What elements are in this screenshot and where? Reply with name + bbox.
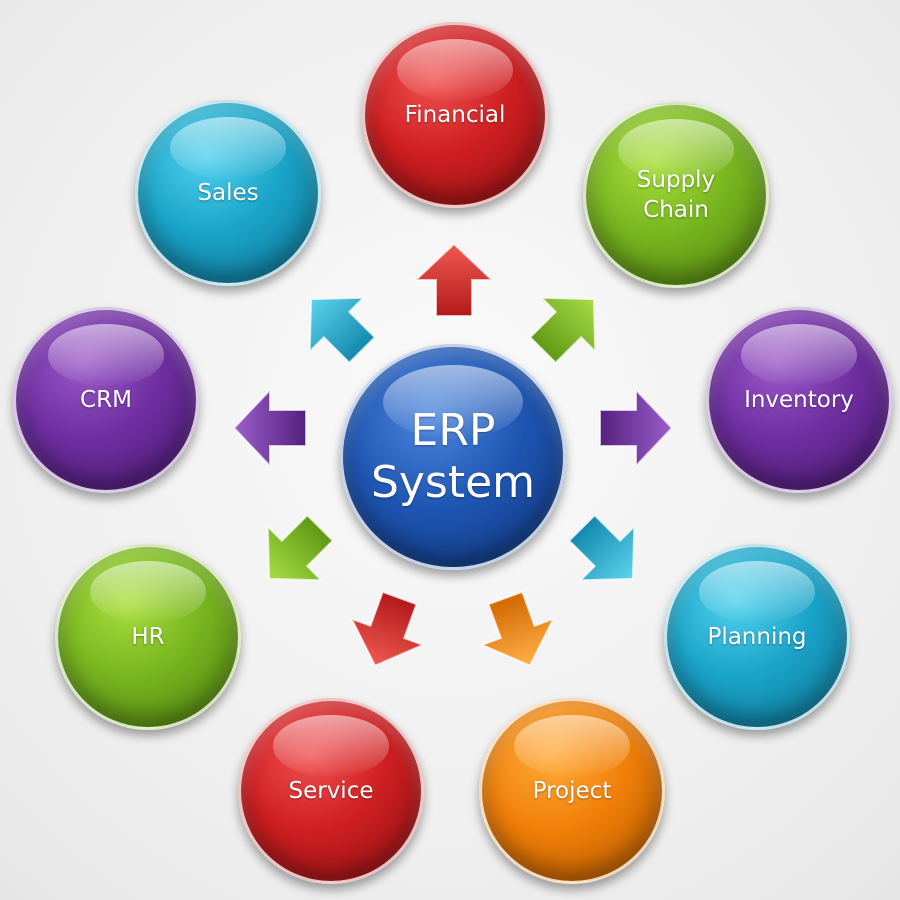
module-supply-chain-label: Supply Chain [636,166,716,223]
arrow-to-inventory [599,387,674,469]
module-supply-chain: Supply Chain [583,102,769,288]
module-sales: Sales [135,100,321,286]
arrow-to-supply-chain [528,296,597,365]
module-planning-label: Planning [707,623,807,650]
arrow-to-project [479,590,556,668]
module-hr: HR [55,544,241,730]
module-inventory: Inventory [706,307,892,493]
module-crm-label: CRM [80,386,132,413]
module-project: Project [479,698,665,884]
module-financial-label: Financial [404,101,506,128]
module-financial: Financial [362,22,548,208]
module-crm: CRM [13,307,199,493]
module-service: Service [238,698,424,884]
arrow-to-service [349,590,426,668]
module-service-label: Service [288,777,374,804]
module-planning: Planning [664,544,850,730]
arrow-to-crm [232,387,307,469]
module-sales-label: Sales [197,179,259,206]
erp-system-label: ERP System [370,405,536,508]
erp-system-hub: ERP System [340,344,566,570]
arrow-to-planning [567,513,636,582]
module-hr-label: HR [131,623,165,650]
arrow-to-hr [266,513,335,582]
module-project-label: Project [532,777,612,804]
arrow-to-financial [413,242,495,317]
module-inventory-label: Inventory [744,386,854,413]
arrow-to-sales [308,296,377,365]
